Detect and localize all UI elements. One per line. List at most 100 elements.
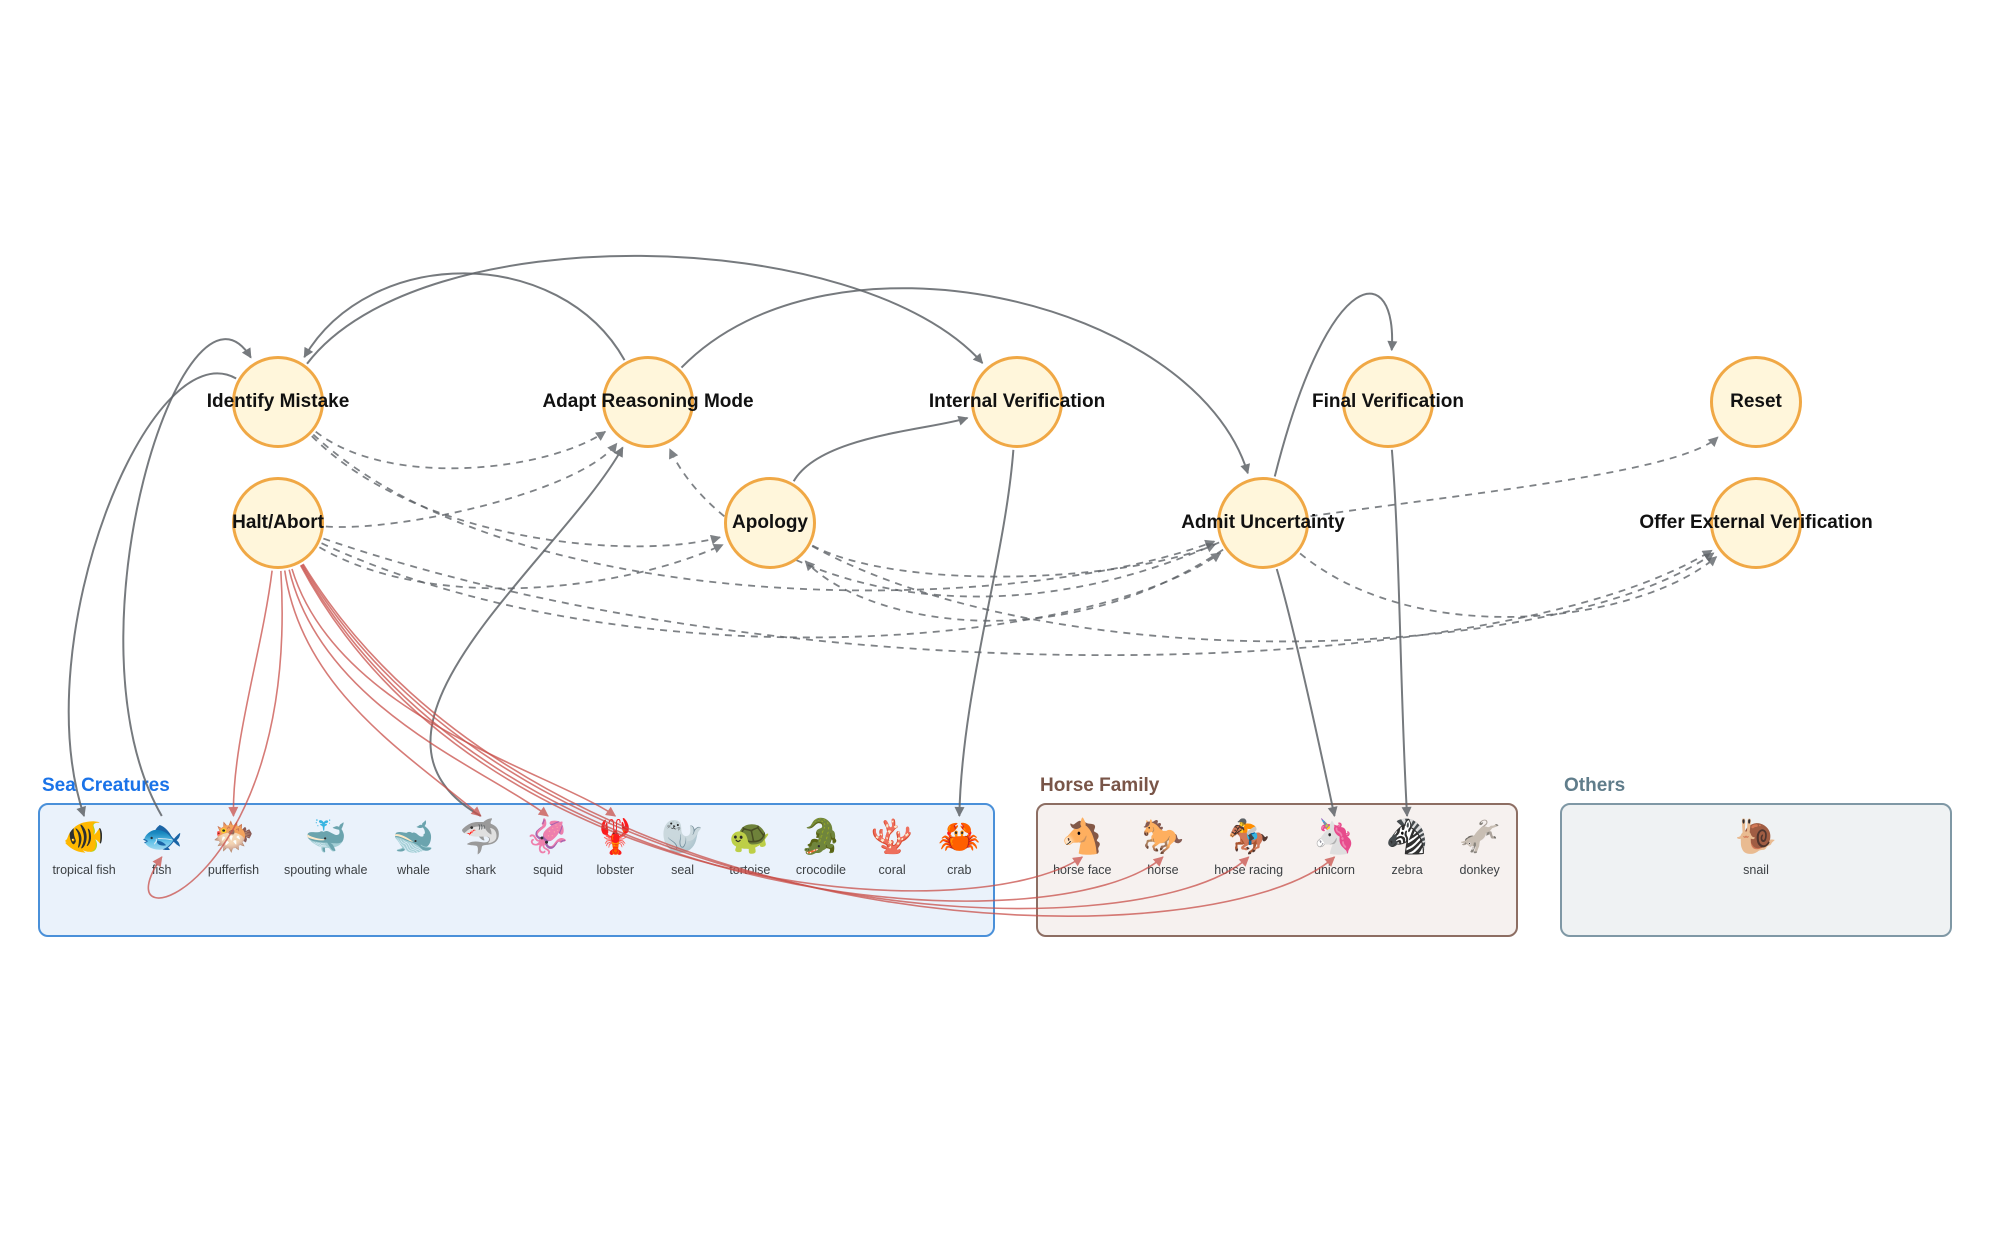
animal-item-horse-face[interactable]: 🐴 horse face (1053, 820, 1111, 877)
edge-admit_uncertainty-to-apology (804, 548, 1224, 622)
animal-item-label: donkey (1459, 863, 1500, 877)
edge-halt_abort-to-offer_external_verification (323, 537, 1713, 657)
fish-icon: 🐟 (140, 818, 183, 856)
edge-admit_uncertainty-to-reset (1310, 436, 1719, 518)
edge-identify_mistake-to-adapt_reasoning (315, 430, 607, 470)
node-admit_uncertainty[interactable]: Admit Uncertainty (1181, 477, 1345, 569)
edge-apology-to-internal_verification (792, 415, 969, 482)
donkey-icon: 🫏 (1458, 818, 1501, 856)
tortoise-icon: 🐢 (728, 818, 771, 856)
edge-halt_abort-to-adapt_reasoning (325, 442, 618, 528)
node-reset[interactable]: Reset (1710, 356, 1802, 448)
behavior-node-label: Apology (732, 512, 808, 533)
shark-icon: 🦈 (459, 818, 502, 856)
tropical-fish-icon: 🐠 (62, 818, 106, 856)
animal-item-label: spouting whale (284, 863, 368, 877)
group-others: Others 🐌 snail (1560, 775, 1952, 937)
animal-item-seal[interactable]: 🦭 seal (661, 820, 703, 877)
snail-icon: 🐌 (1734, 818, 1778, 856)
animal-item-label: squid (533, 863, 563, 877)
horse-icon: 🐎 (1141, 818, 1185, 856)
node-offer_external_verification[interactable]: Offer External Verification (1639, 477, 1873, 569)
behavior-node-label: Reset (1730, 391, 1782, 412)
animal-item-label: unicorn (1314, 863, 1355, 877)
animal-item-snail[interactable]: 🐌 snail (1735, 820, 1777, 877)
unicorn-icon: 🦄 (1313, 818, 1356, 856)
animal-item-label: seal (671, 863, 695, 877)
animal-item-label: crab (947, 863, 972, 877)
whale-icon: 🐋 (392, 818, 435, 856)
edge-halt_abort-to-sea-6 (288, 569, 549, 817)
animal-item-tortoise[interactable]: 🐢 tortoise (729, 820, 771, 877)
lobster-icon: 🦞 (594, 818, 637, 856)
edge-adapt_reasoning-to-admit_uncertainty (680, 287, 1250, 475)
group-title: Sea Creatures (42, 775, 170, 796)
animal-item-spouting-whale[interactable]: 🐳 spouting whale (284, 820, 367, 877)
edge-adapt_reasoning-to-identify_mistake (303, 272, 626, 361)
animal-item-pufferfish[interactable]: 🐡 pufferfish (208, 820, 259, 877)
edge-admit_uncertainty-to-offer_external_verification (1299, 552, 1718, 618)
animal-item-label: tortoise (729, 863, 771, 877)
behavior-node-label: Internal Verification (928, 391, 1106, 412)
animal-item-lobster[interactable]: 🦞 lobster (594, 820, 636, 877)
behavior-node-label: Adapt Reasoning Mode (542, 391, 754, 412)
animal-item-coral[interactable]: 🪸 coral (871, 820, 913, 877)
group-items: 🐠 tropical fish 🐟 fish 🐡 pufferfish 🐳 sp… (40, 805, 993, 935)
animal-item-label: crocodile (795, 863, 846, 877)
animal-item-shark[interactable]: 🦈 shark (460, 820, 502, 877)
animal-item-label: zebra (1391, 863, 1423, 877)
horse-face-icon: 🐴 (1061, 818, 1104, 856)
edge-halt_abort-to-sea-5 (283, 570, 482, 817)
node-apology[interactable]: Apology (724, 477, 816, 569)
animal-item-whale[interactable]: 🐋 whale (392, 820, 434, 877)
edge-identify_mistake-to-apology (311, 435, 721, 548)
edge-halt_abort-to-sea-2 (228, 570, 273, 817)
seal-icon: 🦭 (661, 818, 704, 856)
edge-halt_abort-to-apology (318, 543, 724, 590)
zebra-icon: 🦓 (1385, 818, 1429, 856)
edge-identify_mistake-to-internal_verification (306, 254, 984, 365)
behavior-node-label: Halt/Abort (232, 512, 324, 533)
group-items: 🐴 horse face 🐎 horse 🏇 horse racing 🦄 un… (1038, 805, 1516, 935)
animal-item-horse-racing[interactable]: 🏇 horse racing (1214, 820, 1283, 877)
pufferfish-icon: 🐡 (212, 818, 255, 856)
node-halt_abort[interactable]: Halt/Abort (232, 477, 324, 569)
animal-item-label: pufferfish (207, 863, 260, 877)
spouting-whale-icon: 🐳 (304, 818, 347, 856)
node-final_verification[interactable]: Final Verification (1312, 356, 1464, 448)
crab-icon: 🦀 (938, 818, 981, 856)
animal-item-zebra[interactable]: 🦓 zebra (1386, 820, 1428, 877)
animal-item-fish[interactable]: 🐟 fish (141, 820, 183, 877)
animal-item-tropical-fish[interactable]: 🐠 tropical fish (52, 820, 115, 877)
animal-item-squid[interactable]: 🦑 squid (527, 820, 569, 877)
animal-item-donkey[interactable]: 🫏 donkey (1458, 820, 1500, 877)
animal-item-label: horse racing (1214, 863, 1284, 877)
animal-item-label: horse (1147, 863, 1179, 877)
node-identify_mistake[interactable]: Identify Mistake (207, 356, 349, 448)
group-sea: Sea Creatures 🐠 tropical fish 🐟 fish 🐡 p… (38, 775, 995, 937)
group-horse: Horse Family 🐴 horse face 🐎 horse 🏇 hors… (1036, 775, 1518, 937)
coral-icon: 🪸 (870, 818, 914, 856)
edge-internal_verification-to-sea-12 (954, 449, 1015, 817)
animal-item-unicorn[interactable]: 🦄 unicorn (1313, 820, 1355, 877)
animal-item-label: lobster (596, 863, 635, 877)
squid-icon: 🦑 (526, 818, 570, 856)
crocodile-icon: 🐊 (799, 818, 843, 856)
animal-item-label: horse face (1053, 863, 1112, 877)
animal-item-crocodile[interactable]: 🐊 crocodile (796, 820, 846, 877)
behavior-node-label: Identify Mistake (206, 391, 350, 412)
edge-apology-to-admit_uncertainty (811, 543, 1217, 578)
animal-item-label: shark (465, 863, 497, 877)
group-title: Others (1564, 775, 1626, 796)
horse-racing-icon: 🏇 (1227, 818, 1270, 856)
node-internal_verification[interactable]: Internal Verification (929, 356, 1105, 448)
animal-item-label: coral (878, 863, 906, 877)
node-adapt_reasoning[interactable]: Adapt Reasoning Mode (542, 356, 754, 448)
behavior-node-label: Final Verification (1311, 391, 1465, 412)
animal-item-horse[interactable]: 🐎 horse (1142, 820, 1184, 877)
animal-item-crab[interactable]: 🦀 crab (938, 820, 980, 877)
animal-item-label: tropical fish (52, 863, 116, 877)
